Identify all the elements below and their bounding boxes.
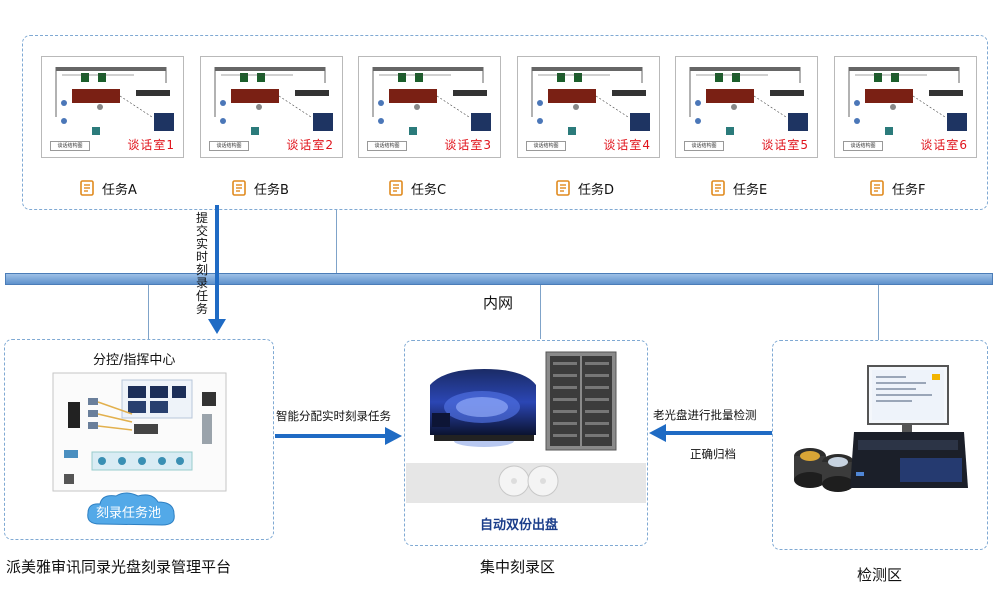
assign-arrow — [275, 427, 402, 445]
burn-zone-name: 集中刻录区 — [480, 558, 556, 576]
connector-line — [540, 285, 541, 339]
room-name: 谈话室4 — [603, 138, 651, 152]
task-label: 任务C — [411, 182, 447, 198]
burn-zone-panel — [404, 340, 648, 546]
room-name: 谈话室5 — [761, 138, 809, 152]
interview-room-6: 谈话结构图 谈话室6 — [834, 56, 977, 158]
detect-line2: 正确归档 — [690, 447, 736, 461]
room-plan-label: 谈话结构图 — [684, 141, 724, 151]
room-floorplan-icon — [372, 67, 491, 135]
room-plan-label: 谈话结构图 — [50, 141, 90, 151]
connector-line — [878, 285, 879, 340]
interview-room-1: 谈话结构图 谈话室1 — [41, 56, 184, 158]
task-item: 任务F — [870, 178, 925, 198]
task-item: 任务A — [80, 178, 137, 198]
room-plan-label: 谈话结构图 — [843, 141, 883, 151]
interview-room-3: 谈话结构图 谈话室3 — [358, 56, 501, 158]
submit-label: 提交实时刻录任务 — [196, 211, 209, 316]
room-plan-label: 谈话结构图 — [526, 141, 566, 151]
room-name: 谈话室3 — [444, 138, 492, 152]
task-item: 任务E — [711, 178, 767, 198]
task-item: 任务B — [232, 178, 289, 198]
document-icon — [232, 180, 246, 196]
room-name: 谈话室2 — [286, 138, 334, 152]
detect-zone-name: 检测区 — [857, 566, 903, 584]
detect-arrow — [649, 424, 772, 442]
detect-zone-panel — [772, 340, 988, 550]
disc-tester-icon — [850, 365, 968, 488]
task-label: 任务F — [892, 182, 926, 198]
document-icon — [389, 180, 403, 196]
assign-label: 智能分配实时刻录任务 — [276, 409, 391, 423]
burn-zone-caption: 自动双份出盘 — [480, 518, 559, 533]
control-center-floorplan — [52, 372, 227, 492]
control-center-panel — [4, 339, 274, 540]
task-label: 任务D — [578, 182, 615, 198]
room-plan-label: 谈话结构图 — [209, 141, 249, 151]
task-label: 任务E — [733, 182, 768, 198]
intranet-label: 内网 — [483, 294, 514, 312]
platform-name: 派美雅审讯同录光盘刻录管理平台 — [6, 558, 232, 576]
task-pool-label: 刻录任务池 — [96, 506, 162, 521]
control-center-title: 分控/指挥中心 — [93, 353, 176, 368]
task-item: 任务D — [556, 178, 614, 198]
room-floorplan-icon — [531, 67, 650, 135]
connector-line — [336, 210, 337, 273]
disc-pair-icon — [498, 465, 559, 497]
document-icon — [556, 180, 570, 196]
interview-room-2: 谈话结构图 谈话室2 — [200, 56, 343, 158]
document-icon — [711, 180, 725, 196]
task-item: 任务C — [389, 178, 446, 198]
room-floorplan-icon — [214, 67, 333, 135]
document-icon — [80, 180, 94, 196]
room-floorplan-icon — [848, 67, 967, 135]
disc-publisher-icon — [430, 369, 536, 447]
document-icon — [870, 180, 884, 196]
interview-room-5: 谈话结构图 谈话室5 — [675, 56, 818, 158]
disc-stack-icon — [794, 448, 854, 492]
disc-cabinet-icon — [545, 351, 617, 451]
connector-line — [148, 285, 149, 339]
room-floorplan-icon — [55, 67, 174, 135]
submit-arrow — [208, 205, 226, 334]
detect-line1: 老光盘进行批量检测 — [653, 408, 757, 422]
room-floorplan-icon — [689, 67, 808, 135]
interview-room-4: 谈话结构图 谈话室4 — [517, 56, 660, 158]
task-label: 任务B — [254, 182, 289, 198]
room-plan-label: 谈话结构图 — [367, 141, 407, 151]
task-pool-cloud — [87, 492, 175, 526]
room-name: 谈话室6 — [920, 138, 968, 152]
intranet-bar — [5, 273, 993, 285]
rooms-panel — [22, 35, 988, 210]
task-label: 任务A — [102, 182, 137, 198]
room-name: 谈话室1 — [127, 138, 175, 152]
